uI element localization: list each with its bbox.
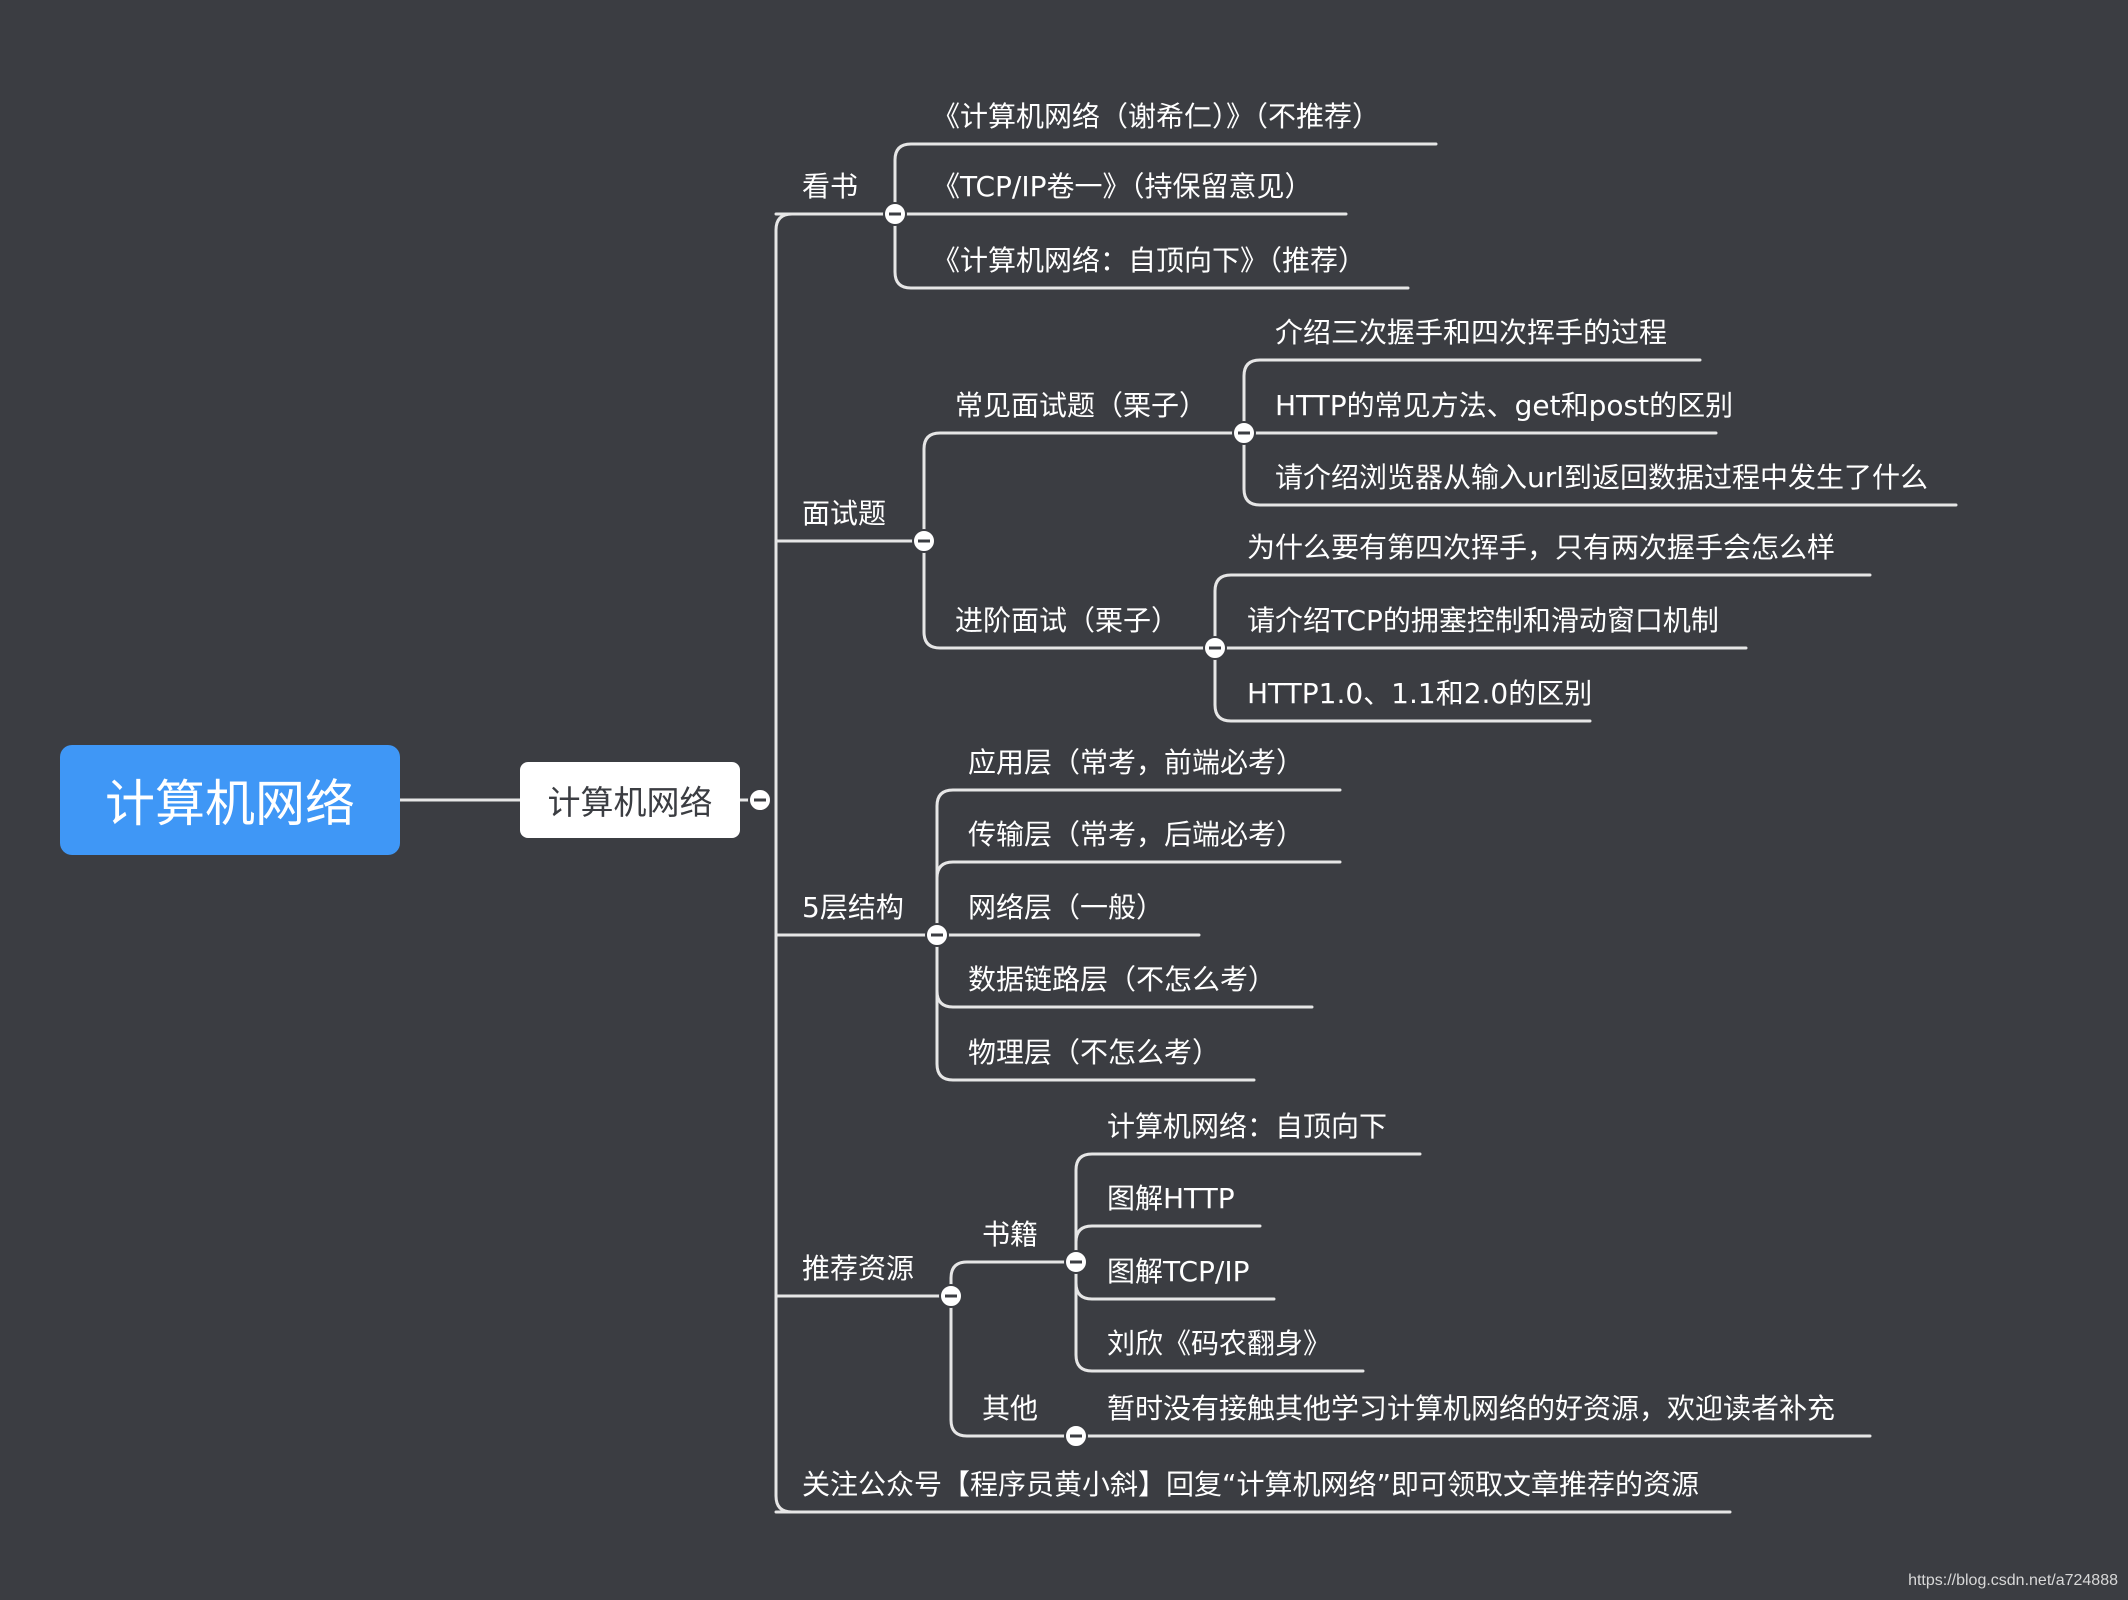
- topic-question-item[interactable]: 请介绍TCP的拥塞控制和滑动窗口机制: [1247, 604, 1719, 637]
- topic-resource-other[interactable]: 其他: [982, 1392, 1039, 1425]
- topic-question-item[interactable]: 请介绍浏览器从输入url到返回数据过程中发生了什么: [1275, 461, 1929, 494]
- topic-advanced-questions[interactable]: 进阶面试（栗子）: [955, 604, 1180, 637]
- spine-line: [774, 212, 794, 1514]
- watermark: https://blog.csdn.net/a724888: [1908, 1572, 2118, 1589]
- topic-resource-item[interactable]: 计算机网络：自顶向下: [1107, 1110, 1388, 1143]
- topic-layers[interactable]: 5层结构: [802, 891, 904, 924]
- topic-follow[interactable]: 关注公众号【程序员黄小斜】回复“计算机网络”即可领取文章推荐的资源: [802, 1468, 1700, 1501]
- topic-question-item[interactable]: 为什么要有第四次挥手，只有两次握手会怎么样: [1247, 531, 1836, 564]
- topic-resource-item[interactable]: 图解HTTP: [1107, 1182, 1235, 1215]
- topic-common-questions[interactable]: 常见面试题（栗子）: [955, 389, 1208, 422]
- topic-resource-books[interactable]: 书籍: [982, 1218, 1039, 1251]
- topic-layer-item[interactable]: 物理层（不怎么考）: [968, 1036, 1221, 1069]
- topic-books[interactable]: 看书: [802, 170, 859, 203]
- topic-book-item[interactable]: 《计算机网络：自顶向下》（推荐）: [932, 244, 1367, 277]
- topic-question-item[interactable]: HTTP的常见方法、get和post的区别: [1275, 389, 1734, 422]
- topic-question-item[interactable]: HTTP1.0、1.1和2.0的区别: [1247, 677, 1593, 710]
- topic-layer-item[interactable]: 传输层（常考，后端必考）: [968, 818, 1305, 851]
- topic-question-item[interactable]: 介绍三次握手和四次挥手的过程: [1275, 316, 1668, 349]
- topic-resource-item[interactable]: 暂时没有接触其他学习计算机网络的好资源，欢迎读者补充: [1107, 1392, 1836, 1425]
- topic-resource-item[interactable]: 图解TCP/IP: [1107, 1255, 1250, 1288]
- topic-book-item[interactable]: 《计算机网络（谢希仁）》（不推荐）: [932, 100, 1381, 133]
- topic-layer-item[interactable]: 网络层（一般）: [968, 891, 1165, 924]
- root-topic[interactable]: 计算机网络: [60, 745, 400, 855]
- main-topic[interactable]: 计算机网络: [520, 762, 740, 838]
- topic-resource-item[interactable]: 刘欣《码农翻身》: [1107, 1327, 1332, 1360]
- topic-book-item[interactable]: 《TCP/IP卷一》（持保留意见）: [932, 170, 1313, 203]
- topic-layer-item[interactable]: 数据链路层（不怎么考）: [968, 963, 1277, 996]
- topic-layer-item[interactable]: 应用层（常考，前端必考）: [968, 746, 1305, 779]
- topic-interview[interactable]: 面试题: [802, 497, 887, 530]
- topic-resources[interactable]: 推荐资源: [802, 1252, 915, 1285]
